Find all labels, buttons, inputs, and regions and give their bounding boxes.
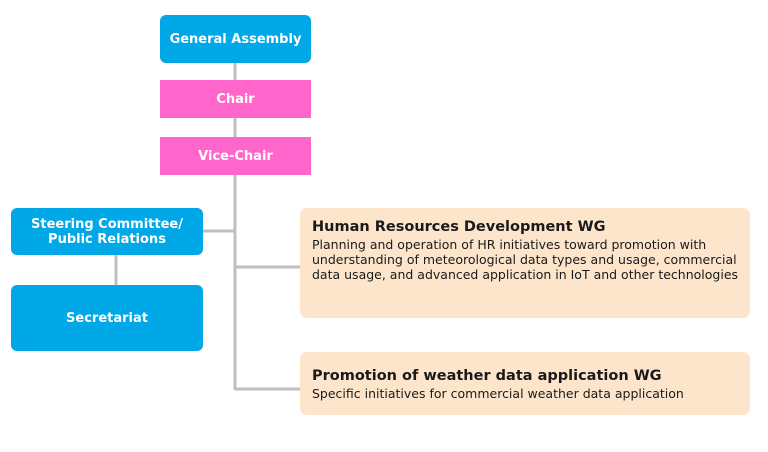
hr-development-wg-box: Human Resources Development WG Planning …	[300, 208, 750, 318]
steering-committee-box: Steering Committee/ Public Relations	[11, 208, 203, 255]
chair-label: Chair	[216, 91, 255, 107]
weather-data-wg-description: Specific initiatives for commercial weat…	[312, 386, 684, 401]
general-assembly-label: General Assembly	[169, 31, 302, 47]
chair-box: Chair	[160, 80, 311, 118]
vice-chair-box: Vice-Chair	[160, 137, 311, 175]
hr-development-wg-title: Human Resources Development WG	[312, 219, 606, 235]
steering-committee-label: Steering Committee/ Public Relations	[31, 216, 183, 247]
weather-data-wg-box: Promotion of weather data application WG…	[300, 352, 750, 415]
vice-chair-label: Vice-Chair	[198, 148, 273, 164]
secretariat-box: Secretariat	[11, 285, 203, 351]
hr-development-wg-description: Planning and operation of HR initiatives…	[312, 237, 739, 282]
general-assembly-box: General Assembly	[160, 15, 311, 63]
secretariat-label: Secretariat	[66, 310, 148, 326]
weather-data-wg-title: Promotion of weather data application WG	[312, 368, 662, 384]
